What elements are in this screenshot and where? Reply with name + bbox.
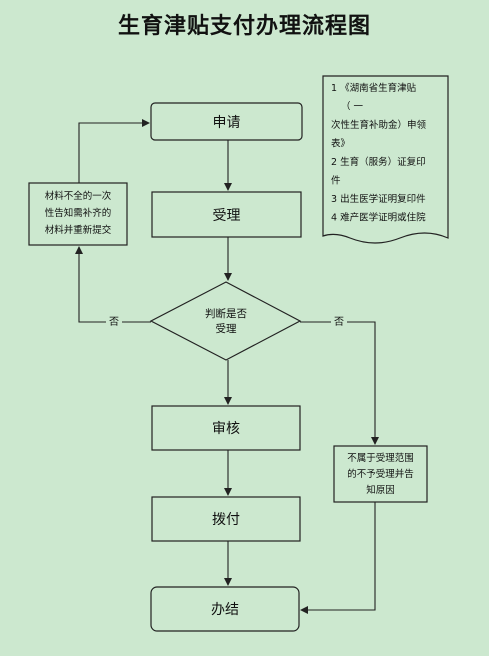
allocate-label: 拨付 [212,512,240,528]
document-note-line: 表》 [331,138,350,150]
document-note-line: 4 难产医学证明或住院 [331,212,426,224]
reject-label-line3: 知原因 [366,484,395,496]
reject-label-line1: 不属于受理范围 [347,452,414,464]
resubmit-label-line3: 材料并重新提交 [45,224,112,236]
decision-diamond [149,281,302,361]
resubmit-label-line1: 材料不全的一次 [45,190,112,202]
review-box [151,405,301,451]
document-note-text: 1 《湖南省生育津贴 （ 一次性生育补助金）申领表》 2 生育（服务）证复印件 3 出… [331,82,427,224]
edge-decision-resubmit [75,246,151,323]
edge-resubmit-apply [78,119,150,183]
apply-label: 申请 [213,115,241,131]
allocate-box [151,496,301,542]
review-label: 审核 [212,421,240,437]
resubmit-box [28,182,128,246]
accept-box [151,191,302,238]
document-note-line: 3 出生医学证明复印件 [331,193,426,205]
edge-label-no-right-bg [331,313,347,329]
diagram-title: 生育津贴支付办理流程图 [117,14,371,39]
edge-decision-reject [300,321,379,445]
reject-label-line2: 的不予受理并告 [347,468,414,480]
finish-label: 办结 [211,602,239,618]
decision-label-line1: 判断是否 [205,307,247,320]
document-note-line: 次性生育补助金）申领 [331,119,427,131]
document-note-line: 1 《湖南省生育津贴 [331,82,417,94]
document-note-line: 件 [331,175,341,187]
accept-label: 受理 [213,208,241,224]
edge-label-no-left-bg [106,313,122,329]
edge-label-no-right: 否 [334,316,344,328]
apply-box [150,102,303,141]
document-note-line: 2 生育（服务）证复印 [331,156,426,168]
document-note-shape [322,75,449,244]
resubmit-label-line2: 性告知需补齐的 [45,207,112,219]
reject-box [333,445,428,503]
edge-label-no-left: 否 [109,316,119,328]
decision-label-line2: 受理 [216,323,237,335]
finish-box [150,586,300,632]
edge-reject-finish [300,502,376,614]
document-note-line: （ 一 [341,101,364,113]
